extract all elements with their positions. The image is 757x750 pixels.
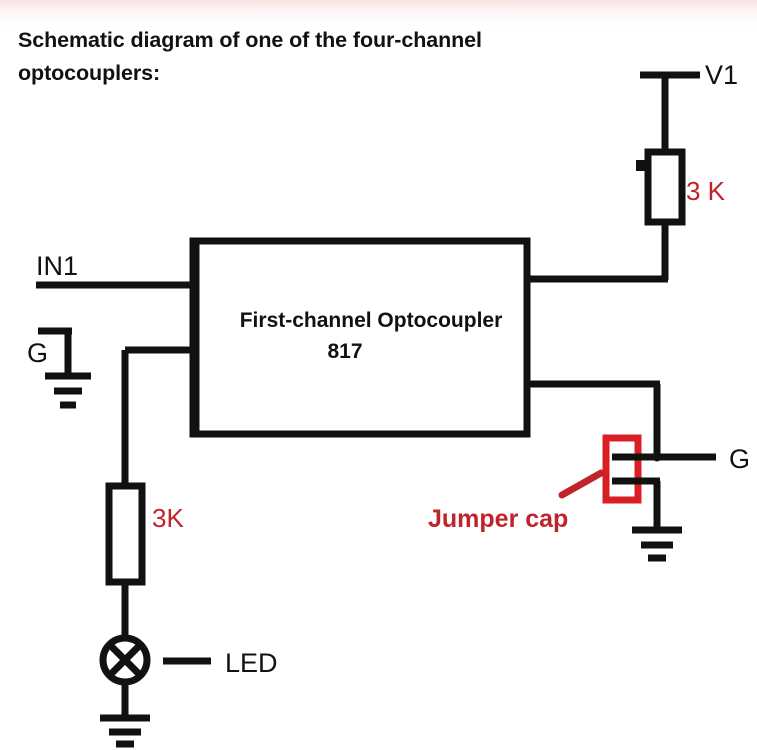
led-x-stroke-2 bbox=[107, 642, 143, 678]
resistor-led-body bbox=[105, 482, 146, 586]
label-resistor-pullup: 3 K bbox=[686, 176, 726, 206]
label-resistor-led: 3K bbox=[152, 503, 184, 533]
label-optocoupler-line1: First-channel Optocoupler bbox=[240, 309, 503, 332]
label-ground-left: G bbox=[27, 338, 48, 368]
jumper-cap-group[interactable] bbox=[558, 434, 690, 530]
optocoupler-box bbox=[189, 237, 531, 438]
v1-terminal-group bbox=[640, 71, 700, 152]
label-v1: V1 bbox=[705, 60, 738, 90]
label-led: LED bbox=[225, 648, 278, 678]
resistor-pullup-group bbox=[636, 148, 686, 280]
led-branch-group bbox=[121, 346, 196, 486]
ground-right-symbol-group bbox=[632, 526, 682, 562]
label-in1: IN1 bbox=[36, 251, 78, 281]
page-title: Schematic diagram of one of the four-cha… bbox=[18, 28, 482, 85]
resistor-pullup-body bbox=[644, 148, 686, 226]
jumper-cap-pointer-line bbox=[558, 469, 605, 499]
led-group bbox=[99, 634, 211, 748]
label-jumper-cap: Jumper cap bbox=[428, 505, 568, 533]
optocoupler-box-group bbox=[173, 237, 548, 438]
ground-left-group bbox=[38, 327, 91, 409]
emitter-net-group bbox=[524, 380, 661, 460]
jumper-cap-body[interactable] bbox=[602, 434, 642, 504]
resistor-pullup-node-dot bbox=[636, 160, 647, 171]
label-optocoupler-line2: 817 bbox=[327, 340, 362, 363]
resistor-led-group bbox=[105, 482, 146, 638]
label-ground-right: G bbox=[729, 444, 750, 474]
